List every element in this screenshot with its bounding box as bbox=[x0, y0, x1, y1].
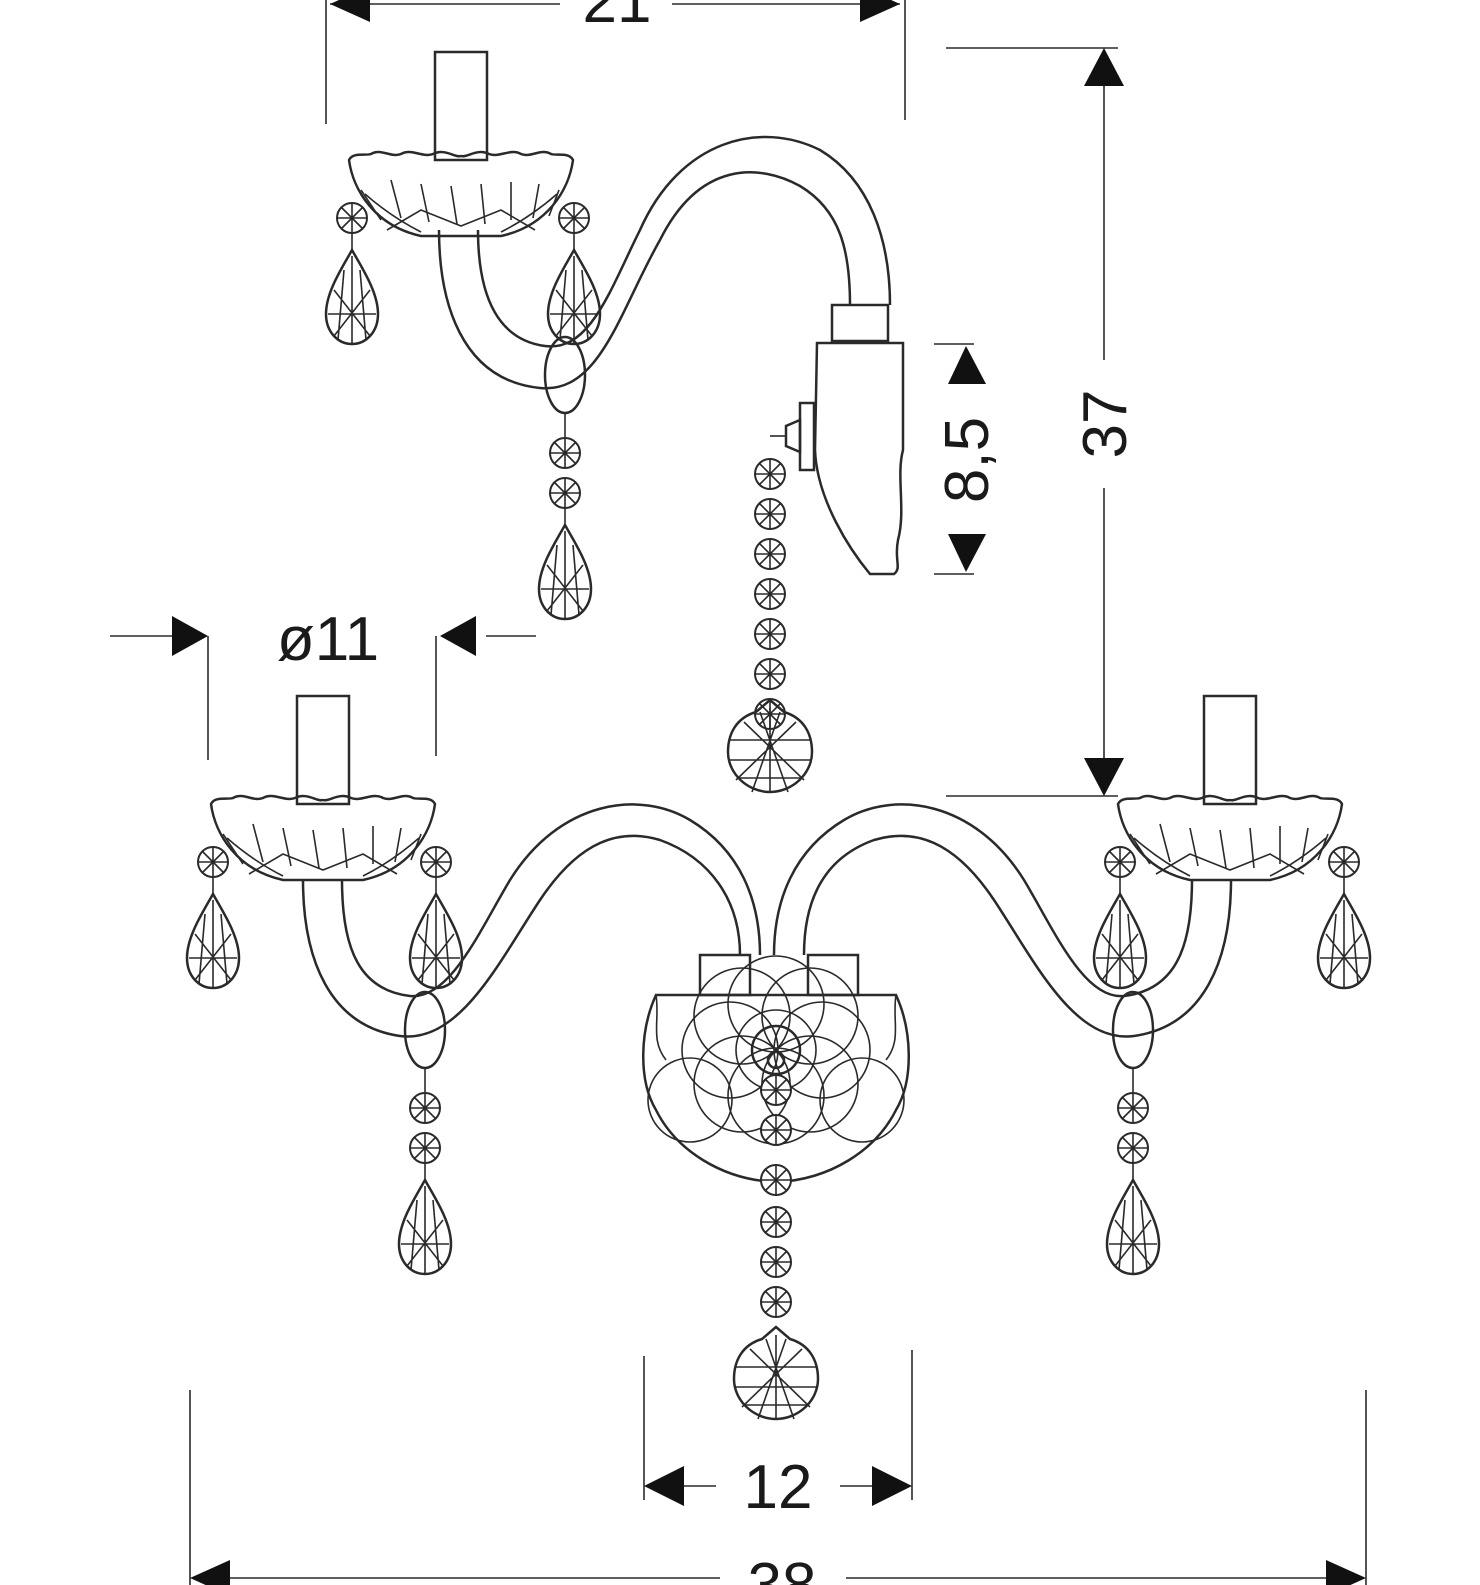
crystal-ball-icon bbox=[726, 698, 814, 794]
front-view bbox=[187, 694, 1370, 1421]
dim-height: 37 bbox=[1071, 390, 1140, 459]
dim-total-width: 38 bbox=[748, 1551, 817, 1585]
dimension-lines bbox=[110, 0, 1367, 1585]
pull-chain bbox=[726, 458, 814, 794]
side-view bbox=[326, 50, 905, 794]
dim-base-width: 12 bbox=[744, 1453, 813, 1522]
dim-top-width: 21 bbox=[583, 0, 652, 36]
candle-cup-icon bbox=[347, 50, 575, 238]
crystal-drop-icon bbox=[326, 203, 378, 344]
dim-backplate-height: 8,5 bbox=[933, 417, 1002, 503]
dim-cup-diameter: ø11 bbox=[277, 605, 379, 674]
backplate bbox=[642, 955, 910, 1184]
